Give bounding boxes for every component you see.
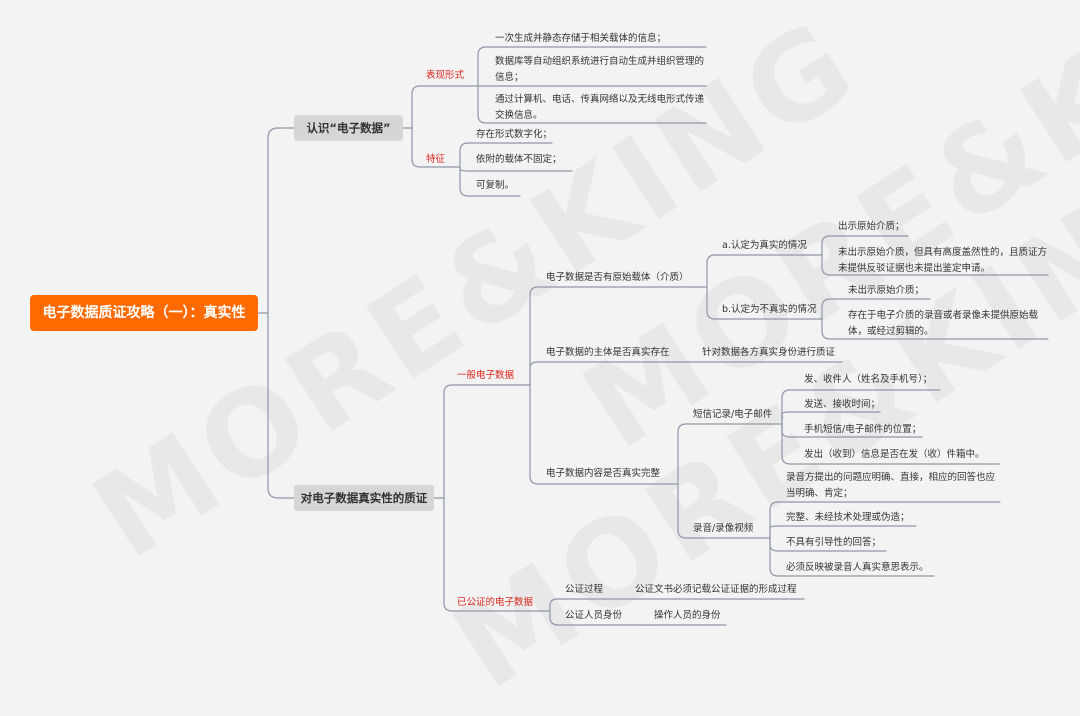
av-item: 必须反映被录音人真实意思表示。 [786,562,929,573]
feature-item: 依附的载体不固定； [476,154,562,165]
connector [677,423,783,485]
connector [781,411,881,425]
sms-item: 发送、接收时间； [804,399,881,410]
staff-label[interactable]: 公证人员身份 [565,610,623,621]
connector [257,127,295,314]
notarized-label[interactable]: 已公证的电子数据 [457,597,534,608]
subject-label[interactable]: 电子数据的主体是否真实存在 [546,347,670,358]
process-label[interactable]: 公证过程 [565,584,604,595]
sms-item: 发、收件人（姓名及手机号）； [804,374,933,385]
sms-label[interactable]: 短信记录/电子邮件 [693,409,773,420]
general-label[interactable]: 一般电子数据 [457,370,515,381]
connector-lines [257,46,1049,626]
connector [267,312,295,499]
unreal-item: 存在于电子介质的录音或者录像未提供原始载体，或经过剪辑的。 [848,310,1039,337]
recognize-node[interactable]: 认识“电子数据” [294,115,403,141]
crossexam-node[interactable]: 对电子数据真实性的质证 [294,485,434,511]
sms-item: 手机短信/电子邮件的位置； [804,424,922,435]
staff-note: 操作人员的身份 [654,610,721,621]
process-note: 公证文书必须记载公证证据的形成过程 [635,584,797,595]
connector [821,254,1049,276]
form-label[interactable]: 表现形式 [426,70,465,81]
connector [449,142,553,168]
sms-item: 发出（收到）信息是否在发（收）件箱中。 [804,449,985,460]
connector [443,497,551,612]
connector [821,235,909,256]
form-item: 数据库等自动组织系统进行自动生成并组织管理的信息； [495,56,705,83]
connector [677,483,771,539]
connector [529,361,693,386]
connector [433,384,531,499]
av-item: 不具有引导性的回答； [786,537,882,548]
connector [781,423,1001,465]
av-label[interactable]: 录音/录像视频 [693,523,754,534]
subject-note: 针对数据各方真实身份进行质证 [702,347,836,358]
connector [549,610,649,626]
connector [529,384,679,485]
av-item: 录音方提出的问题应明确、直接，相应的回答也应当明确、肯定； [786,472,996,499]
connector [402,85,469,129]
content-label[interactable]: 电子数据内容是否真实完整 [546,468,661,479]
mind-map: MORE&KING MORE&KING MORE&KING [30,0,1080,716]
real-label[interactable]: a.认定为真实的情况 [722,240,807,251]
connector [459,166,521,197]
real-item: 未出示原始介质，但具有高度盖然性的，且质证方未提供反驳证据也未提出鉴定申请。 [838,247,1048,274]
form-item: 通过计算机、电话、传真网络以及无线电形式传递交换信息。 [495,94,705,121]
form-item: 一次生成并静态存储于相关载体的信息； [495,33,667,44]
connector [821,318,1049,340]
feature-item: 存在形式数字化； [476,129,553,140]
connector [529,286,708,386]
real-item: 出示原始介质； [838,221,905,232]
feature-item: 可复制。 [476,180,515,191]
connector [821,298,931,320]
connector [769,537,935,577]
connector [706,254,823,288]
connector [467,46,707,87]
av-item: 完整、未经技术处理或伪造； [786,512,910,523]
connector [769,501,1001,539]
feature-label[interactable]: 特征 [426,154,446,165]
connector [549,598,629,612]
connector [411,127,451,168]
connector [781,389,941,425]
unreal-label[interactable]: b.认定为不真实的情况 [722,304,817,315]
unreal-item: 未出示原始介质； [848,285,925,296]
root-node[interactable]: 电子数据质证攻略（一）：真实性 [30,295,258,331]
connector [477,85,707,124]
carrier-label[interactable]: 电子数据是否有原始载体（介质） [546,272,689,283]
connector [769,525,917,539]
connector [706,286,823,320]
